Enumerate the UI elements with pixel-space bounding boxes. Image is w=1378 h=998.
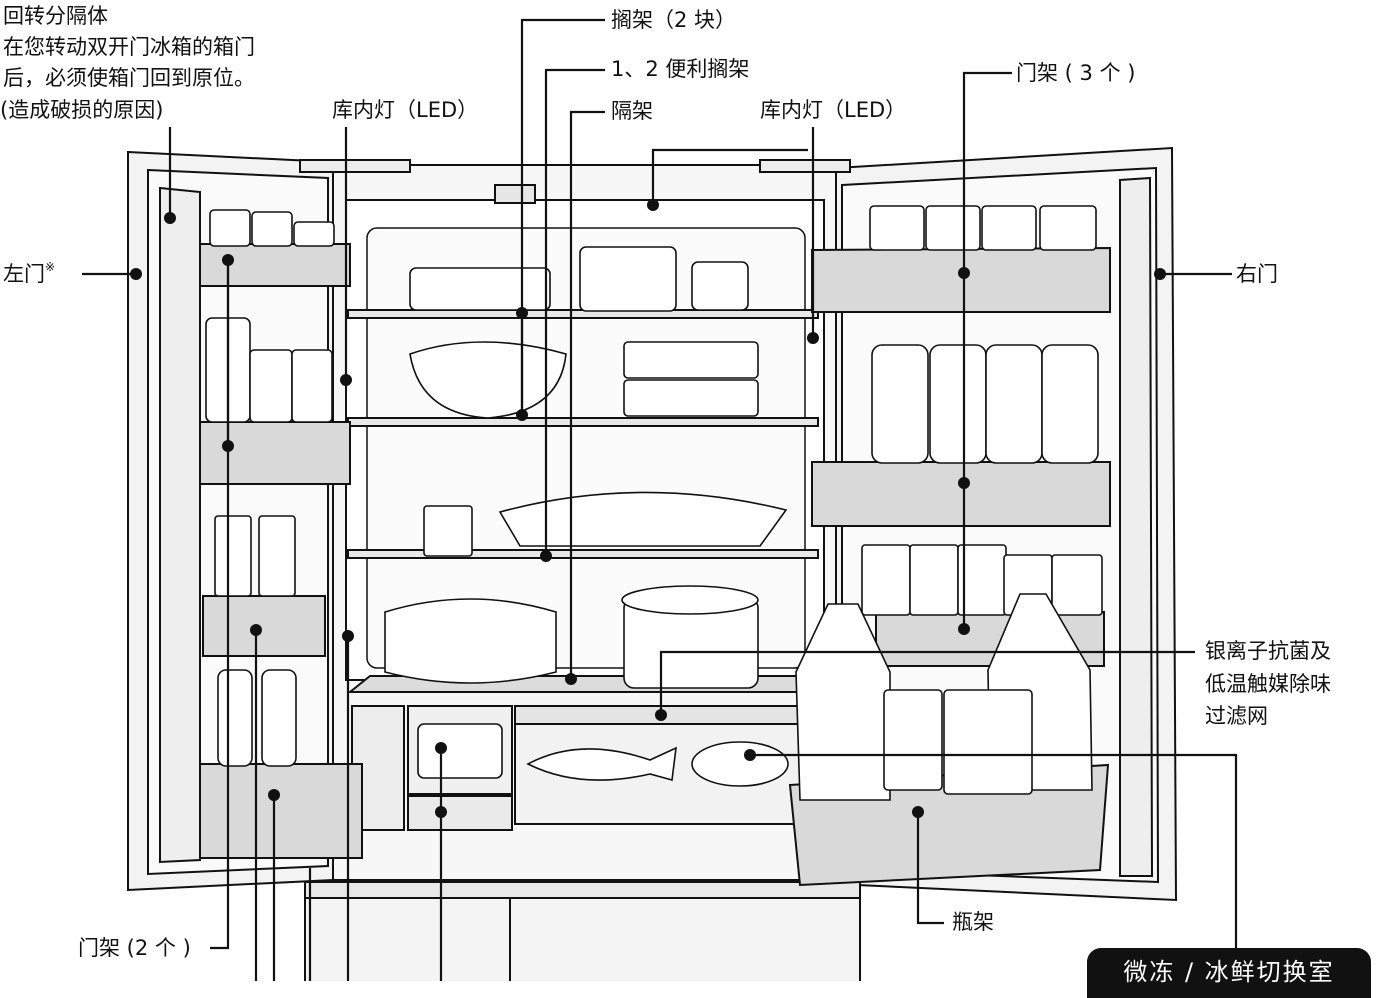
callout-dot <box>130 268 142 280</box>
left-door-label: 左门※ <box>3 260 56 286</box>
callout-dot <box>1154 268 1166 280</box>
shelf-1 <box>347 309 819 319</box>
callout-dot <box>268 789 280 801</box>
callout-dot <box>958 267 970 279</box>
callout-dot <box>647 199 659 211</box>
callout-dot <box>435 742 447 754</box>
filter-label-line-1: 银离子抗菌及 <box>1205 639 1331 663</box>
shelf-2 <box>347 417 819 427</box>
right-door-bin-1 <box>811 246 1111 313</box>
callout-dot <box>222 254 234 266</box>
rotating-divider-note-line-3: (造成破损的原因) <box>0 98 164 122</box>
callout-dot <box>540 550 552 562</box>
right-door-label: 右门 <box>1236 262 1278 286</box>
callout-dot <box>435 806 447 818</box>
callout-dot <box>807 332 819 344</box>
callout-dot <box>516 409 528 421</box>
rotating-divider-note-line-2: 后，必须使箱门回到原位。 <box>3 66 255 90</box>
filter-label-line-3: 过滤网 <box>1205 704 1268 728</box>
callout-dot <box>912 806 924 818</box>
filter-label-line-2: 低温触媒除味 <box>1205 672 1331 696</box>
left-door-bin-4 <box>199 763 363 859</box>
callout-dot <box>250 624 262 636</box>
callout-dot <box>342 630 354 642</box>
interior-light-left-label: 库内灯（LED） <box>332 98 479 122</box>
interior-light-right-label: 库内灯（LED） <box>760 98 907 122</box>
right-door-bin-2 <box>811 461 1111 527</box>
bottle-rack-label: 瓶架 <box>952 910 994 934</box>
door-shelf-right-label: 门架 ( 3 个 ) <box>1016 61 1136 85</box>
callout-dot <box>340 374 352 386</box>
callout-dot <box>655 709 667 721</box>
callout-dot <box>744 749 756 761</box>
callout-dot <box>516 307 528 319</box>
shelf-3 <box>347 549 819 559</box>
left-door-footnote-mark: ※ <box>45 260 56 274</box>
callout-dots <box>130 199 1166 818</box>
left-door-bin-1 <box>199 243 351 287</box>
left-door-bin-2 <box>199 421 351 485</box>
convenience-shelf-label: 1、2 便利搁架 <box>611 57 750 81</box>
food-items <box>205 205 1103 801</box>
door-shelf-left-label: 门架 (2 个 ) <box>78 936 191 960</box>
leader-lines <box>82 18 1238 981</box>
mode-room-badge: 微冻 / 冰鲜切换室 <box>1087 948 1371 998</box>
rotating-divider-label: 回转分隔体 <box>3 4 108 28</box>
fridge-illustration <box>127 146 1178 981</box>
callout-dot <box>565 673 577 685</box>
rotating-divider-note-line-1: 在您转动双开门冰箱的箱门 <box>3 35 255 59</box>
shelves-label: 搁架（2 块） <box>611 8 737 32</box>
callout-dot <box>958 623 970 635</box>
left-door-bin-3 <box>202 595 326 657</box>
callout-dot <box>958 477 970 489</box>
partition-shelf-label: 隔架 <box>611 99 653 123</box>
callout-dot <box>222 440 234 452</box>
callout-dot <box>164 212 176 224</box>
